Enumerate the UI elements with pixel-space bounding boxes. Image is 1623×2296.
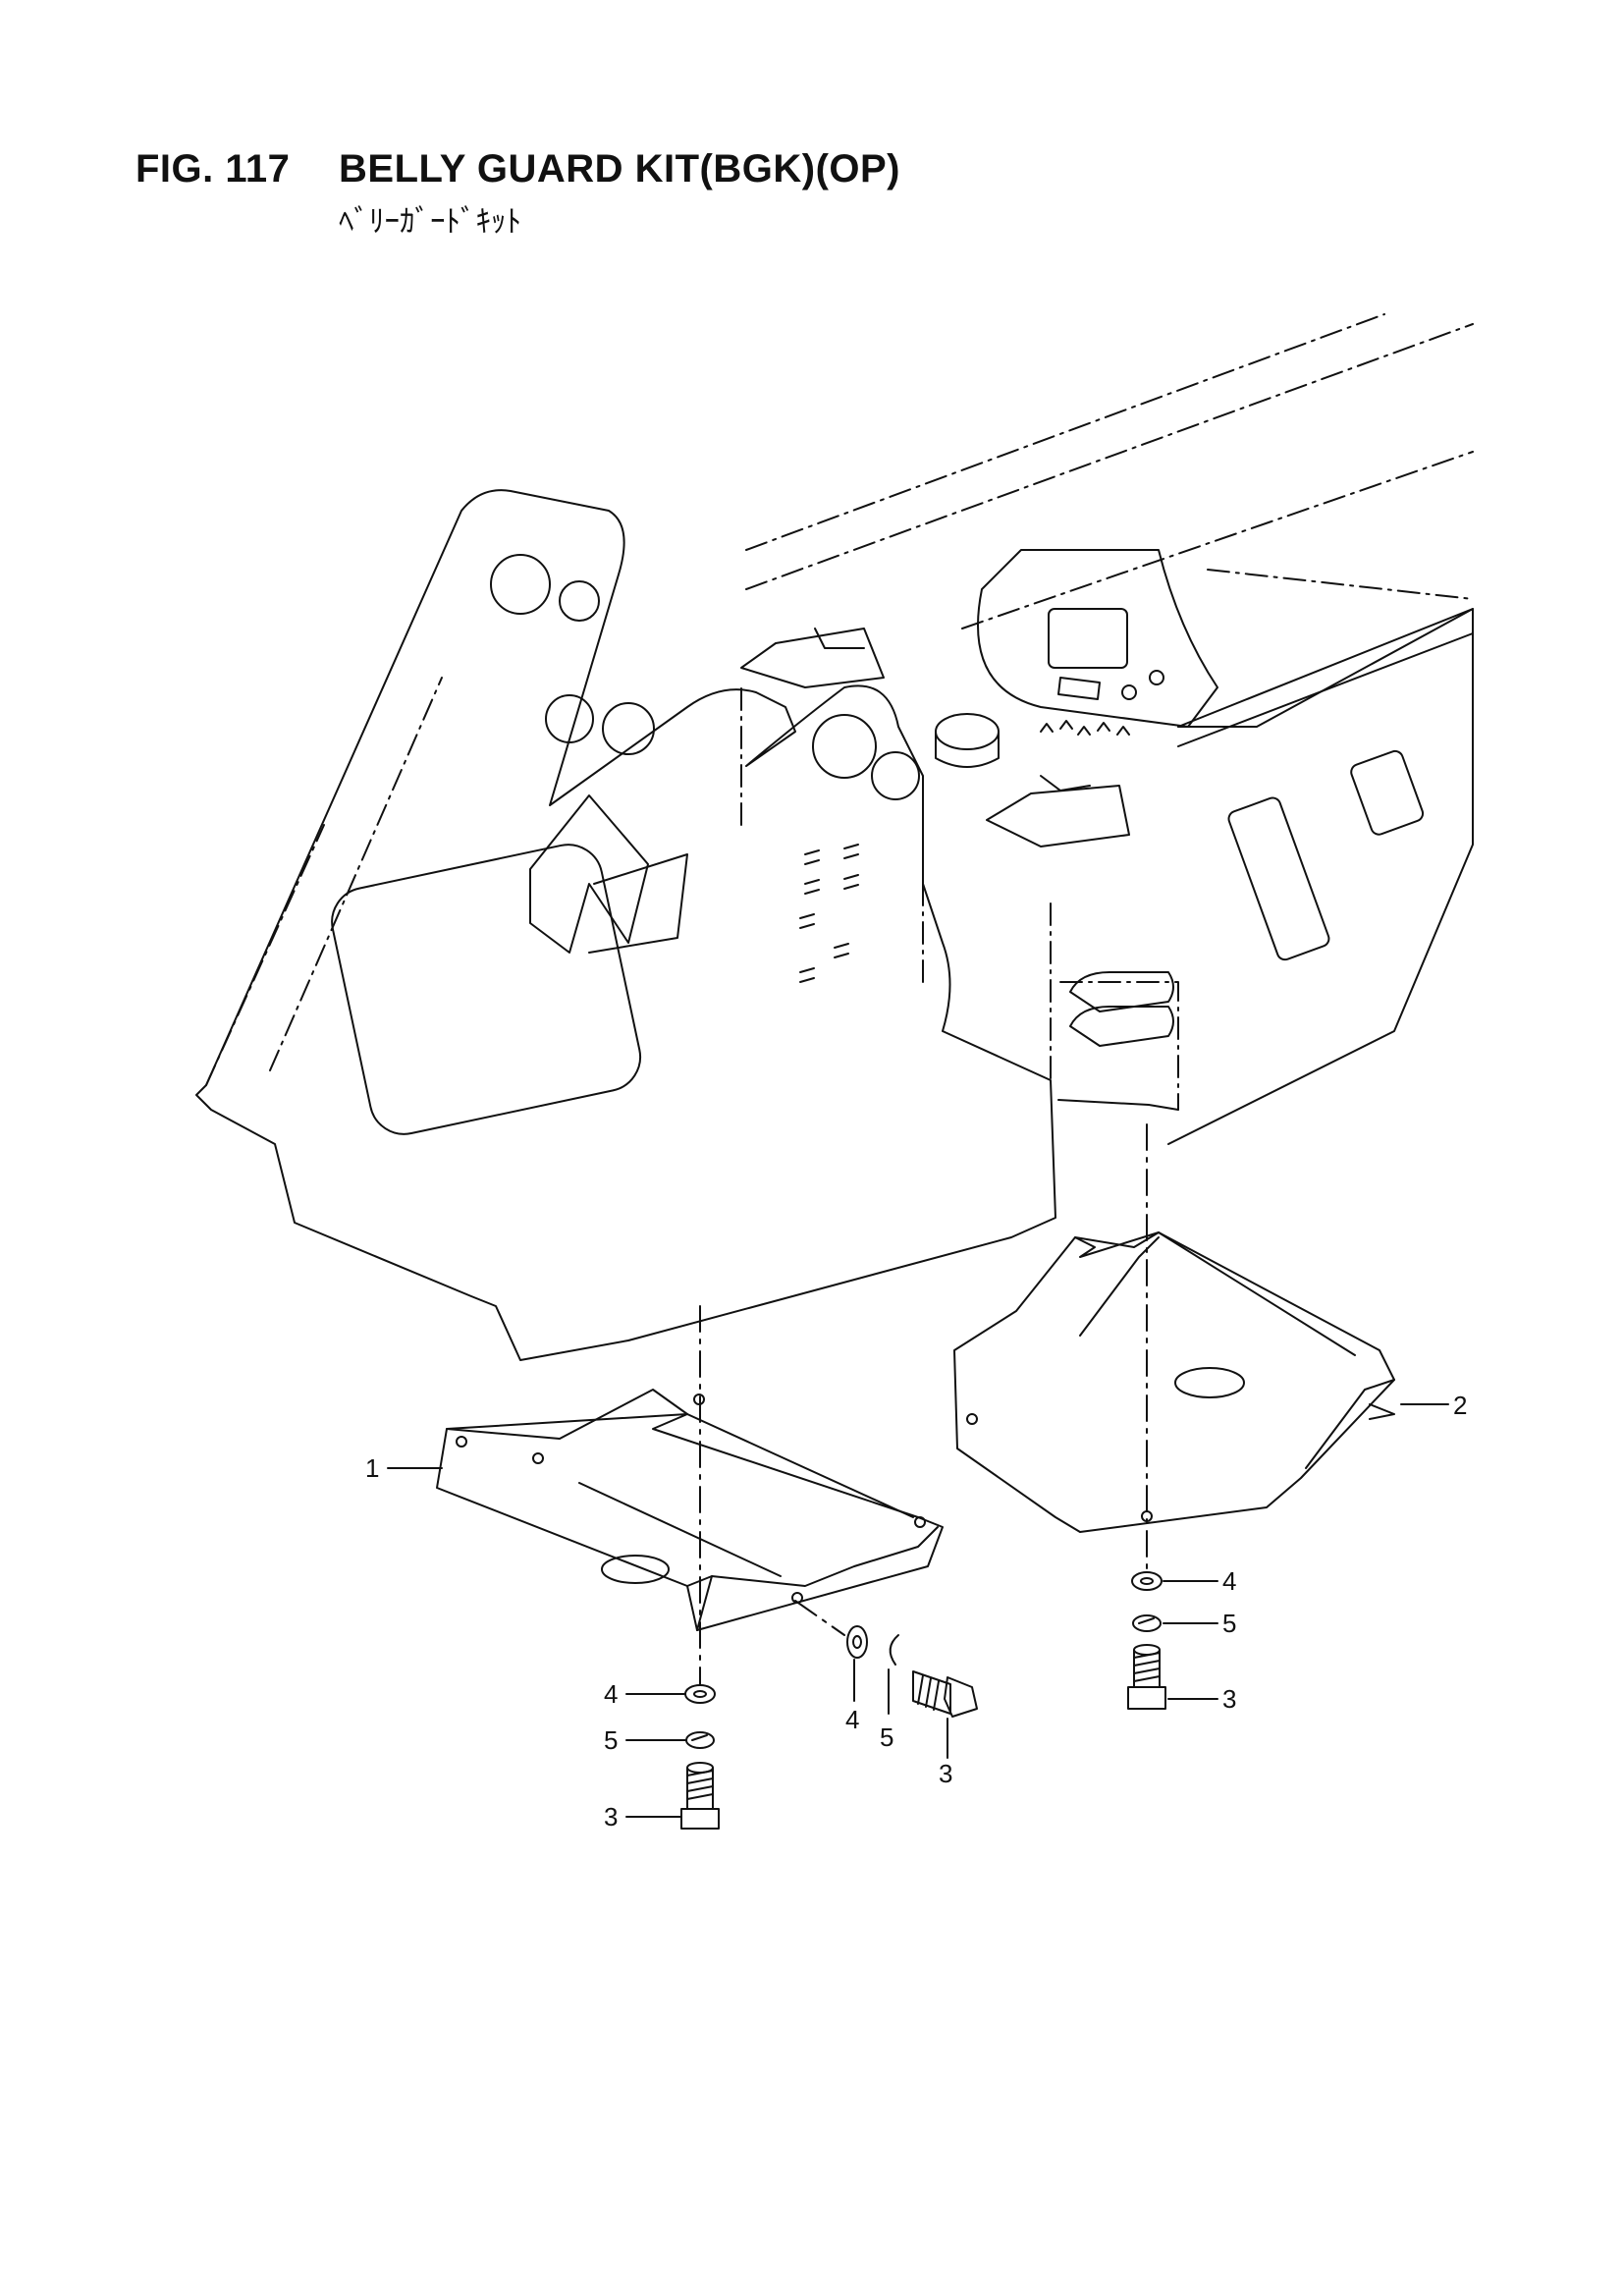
- excavator-frame: [195, 313, 1474, 1361]
- tower-cutout: [331, 844, 642, 1135]
- belly-guard-plate-left[interactable]: [436, 1389, 944, 1631]
- figure-number: FIG. 117: [135, 147, 291, 191]
- callout-4: 4: [845, 1705, 859, 1734]
- hex-bolt-icon: [1127, 1644, 1166, 1710]
- callout-3: 3: [1222, 1684, 1236, 1714]
- track-frame-upper-edge: [745, 313, 1385, 551]
- stud-row: [799, 844, 859, 983]
- boom-tower: [195, 489, 1056, 1361]
- belly-guard-plate-right[interactable]: [953, 1231, 1395, 1533]
- fastener-set-a: [680, 1684, 720, 1830]
- hex-bolt-icon: [912, 1670, 978, 1718]
- assembly-centerlines: [699, 1123, 1148, 1685]
- callout-1: 1: [365, 1453, 379, 1483]
- spring-washer-icon: [1132, 1614, 1162, 1632]
- bolt-row: [1040, 720, 1130, 736]
- callout-5: 5: [604, 1725, 618, 1755]
- hex-bolt-icon: [680, 1762, 720, 1830]
- callout-4: 4: [1222, 1566, 1236, 1596]
- spring-washer-icon: [889, 1634, 899, 1666]
- side-frame-right: [1167, 608, 1474, 1145]
- spring-washer-icon: [685, 1731, 715, 1749]
- track-frame-top-edge: [745, 323, 1474, 590]
- callout-3: 3: [939, 1759, 952, 1788]
- washer-icon: [1131, 1571, 1163, 1591]
- fastener-set-b: [846, 1625, 978, 1718]
- callout-5: 5: [1222, 1609, 1236, 1638]
- fastener-set-c: [1127, 1571, 1166, 1710]
- figure-title: BELLY GUARD KIT(BGK)(OP): [339, 147, 900, 191]
- leader-lines: [387, 1403, 1449, 1818]
- track-frame-lower-edge: [1207, 569, 1474, 600]
- center-block: [977, 549, 1218, 728]
- callout-labels: 1 2 4 5 3 4 5 3 4 5 3: [365, 1391, 1467, 1831]
- callout-2: 2: [1453, 1391, 1467, 1420]
- washer-icon: [684, 1684, 716, 1704]
- callout-4: 4: [604, 1679, 618, 1709]
- track-frame-mid-edge: [961, 451, 1474, 629]
- washer-icon: [846, 1625, 868, 1659]
- figure-subtitle: ﾍﾞﾘｰｶﾞｰﾄﾞｷｯﾄ: [339, 204, 521, 240]
- callout-3: 3: [604, 1802, 618, 1831]
- callout-5: 5: [880, 1722, 893, 1752]
